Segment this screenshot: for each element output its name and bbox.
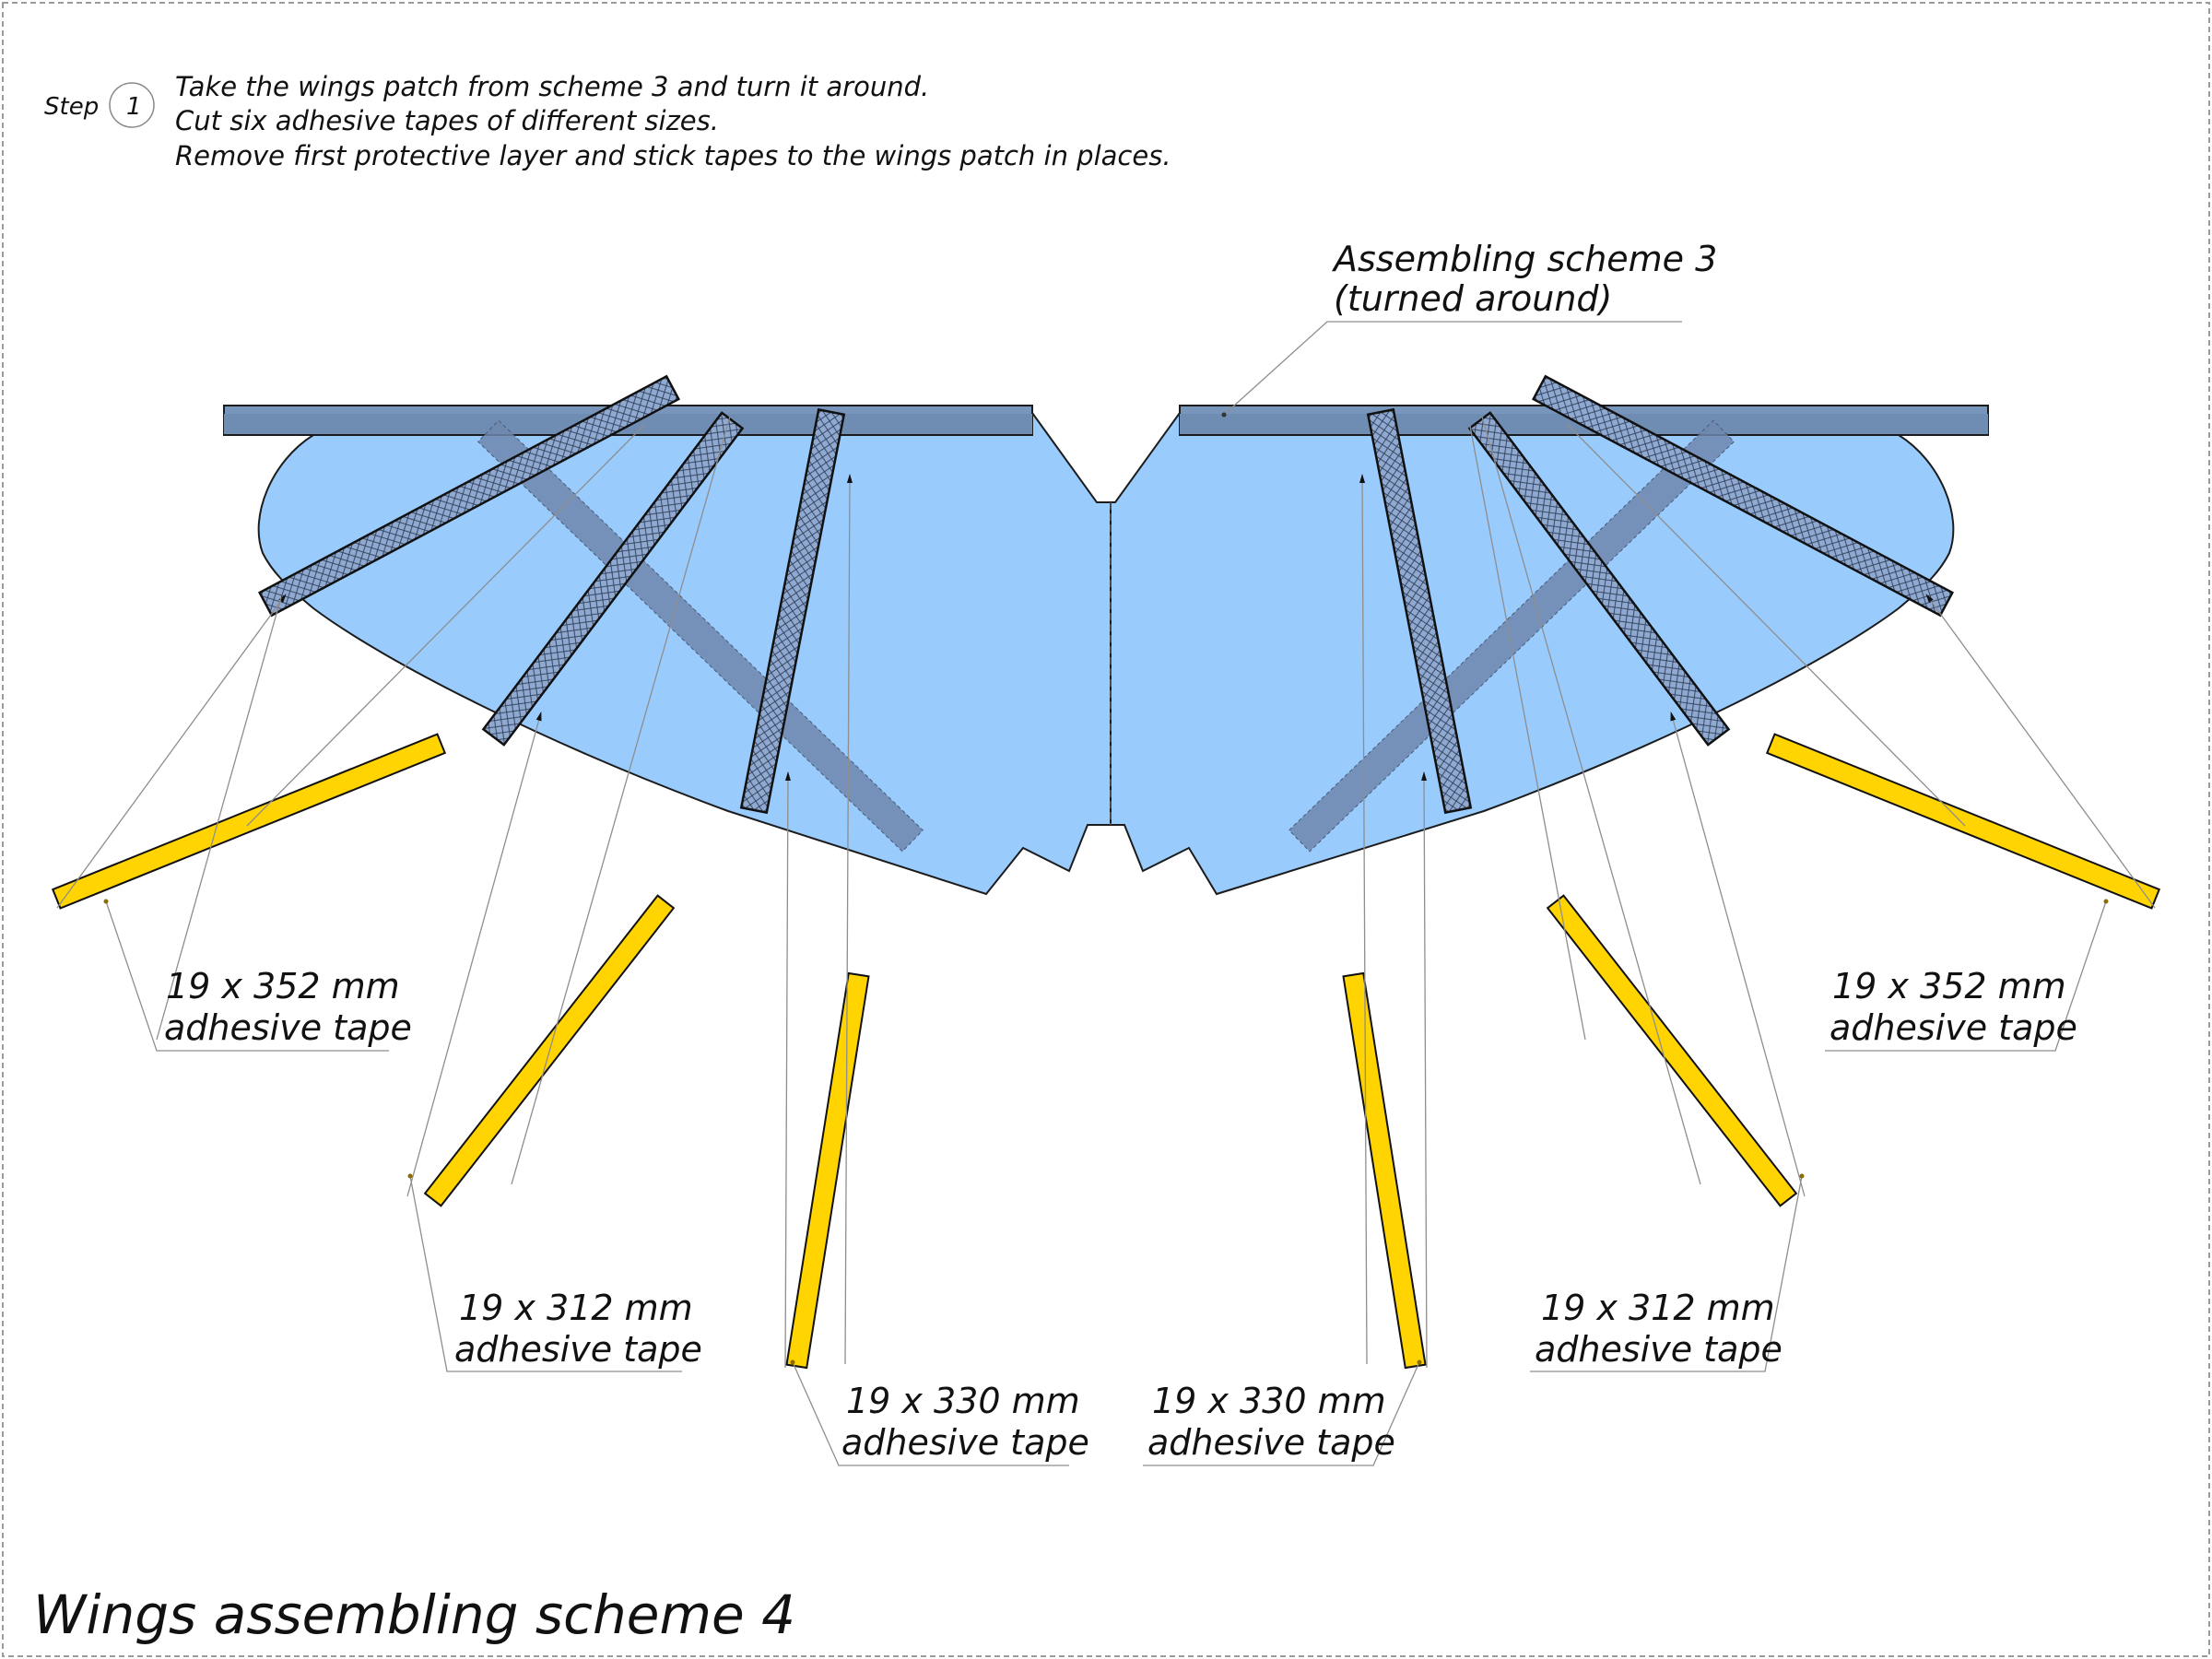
guide-lines bbox=[56, 416, 2156, 1369]
step-word: Step bbox=[44, 93, 99, 121]
placed-tape-left-2 bbox=[481, 411, 745, 747]
tape-label-size: 19 x 330 mm bbox=[846, 1381, 1080, 1421]
step-line-2: Cut six adhesive tapes of different size… bbox=[175, 105, 719, 136]
tape-label-size: 19 x 352 mm bbox=[1832, 966, 2066, 1006]
page-title: Wings assembling scheme 4 bbox=[33, 1583, 795, 1646]
yellow-tape-left-352 bbox=[51, 733, 447, 910]
label-leaders bbox=[105, 900, 2107, 1466]
right-wing-patch bbox=[1110, 412, 1955, 896]
tape-label-kind: adhesive tape bbox=[1147, 1422, 1395, 1463]
right-wing-diagonal-strip bbox=[1288, 419, 1735, 853]
placed-tape-left-1 bbox=[257, 374, 681, 618]
tape-label-size: 19 x 312 mm bbox=[1541, 1288, 1775, 1328]
placed-tape-left-3 bbox=[739, 407, 846, 815]
tape-label-size: 19 x 330 mm bbox=[1152, 1381, 1386, 1421]
tape-label-kind: adhesive tape bbox=[1535, 1329, 1783, 1370]
callout-line-2: (turned around) bbox=[1334, 278, 1612, 319]
placed-tape-right-3 bbox=[1366, 407, 1473, 815]
tape-label-size: 19 x 352 mm bbox=[166, 966, 400, 1006]
callout-line-1: Assembling scheme 3 bbox=[1331, 239, 1717, 279]
label-dots bbox=[103, 899, 2109, 1365]
step-number: 1 bbox=[126, 93, 142, 121]
step-line-1: Take the wings patch from scheme 3 and t… bbox=[175, 71, 929, 102]
left-wing bbox=[223, 405, 1112, 896]
callout-leader bbox=[1223, 321, 1682, 416]
yellow-tape-right-330 bbox=[1342, 971, 1427, 1370]
tape-label-kind: adhesive tape bbox=[454, 1329, 702, 1370]
left-wing-patch bbox=[257, 412, 1112, 896]
yellow-tape-left-330 bbox=[785, 971, 870, 1370]
step-number-circle bbox=[109, 82, 155, 128]
right-wing bbox=[1110, 405, 1989, 896]
placed-tape-right-2 bbox=[1467, 411, 1731, 747]
yellow-tape-right-312 bbox=[1546, 894, 1798, 1207]
tape-label-kind: adhesive tape bbox=[164, 1007, 412, 1048]
left-wing-diagonal-strip bbox=[477, 419, 924, 853]
step-line-3: Remove first protective layer and stick … bbox=[175, 140, 1171, 171]
tape-label-size: 19 x 312 mm bbox=[459, 1288, 693, 1328]
callout-dot bbox=[1221, 412, 1227, 418]
yellow-tape-right-352 bbox=[1765, 733, 2161, 910]
tape-label-kind: adhesive tape bbox=[841, 1422, 1089, 1463]
placed-tape-right-1 bbox=[1531, 374, 1955, 618]
tape-label-kind: adhesive tape bbox=[1830, 1007, 2077, 1048]
